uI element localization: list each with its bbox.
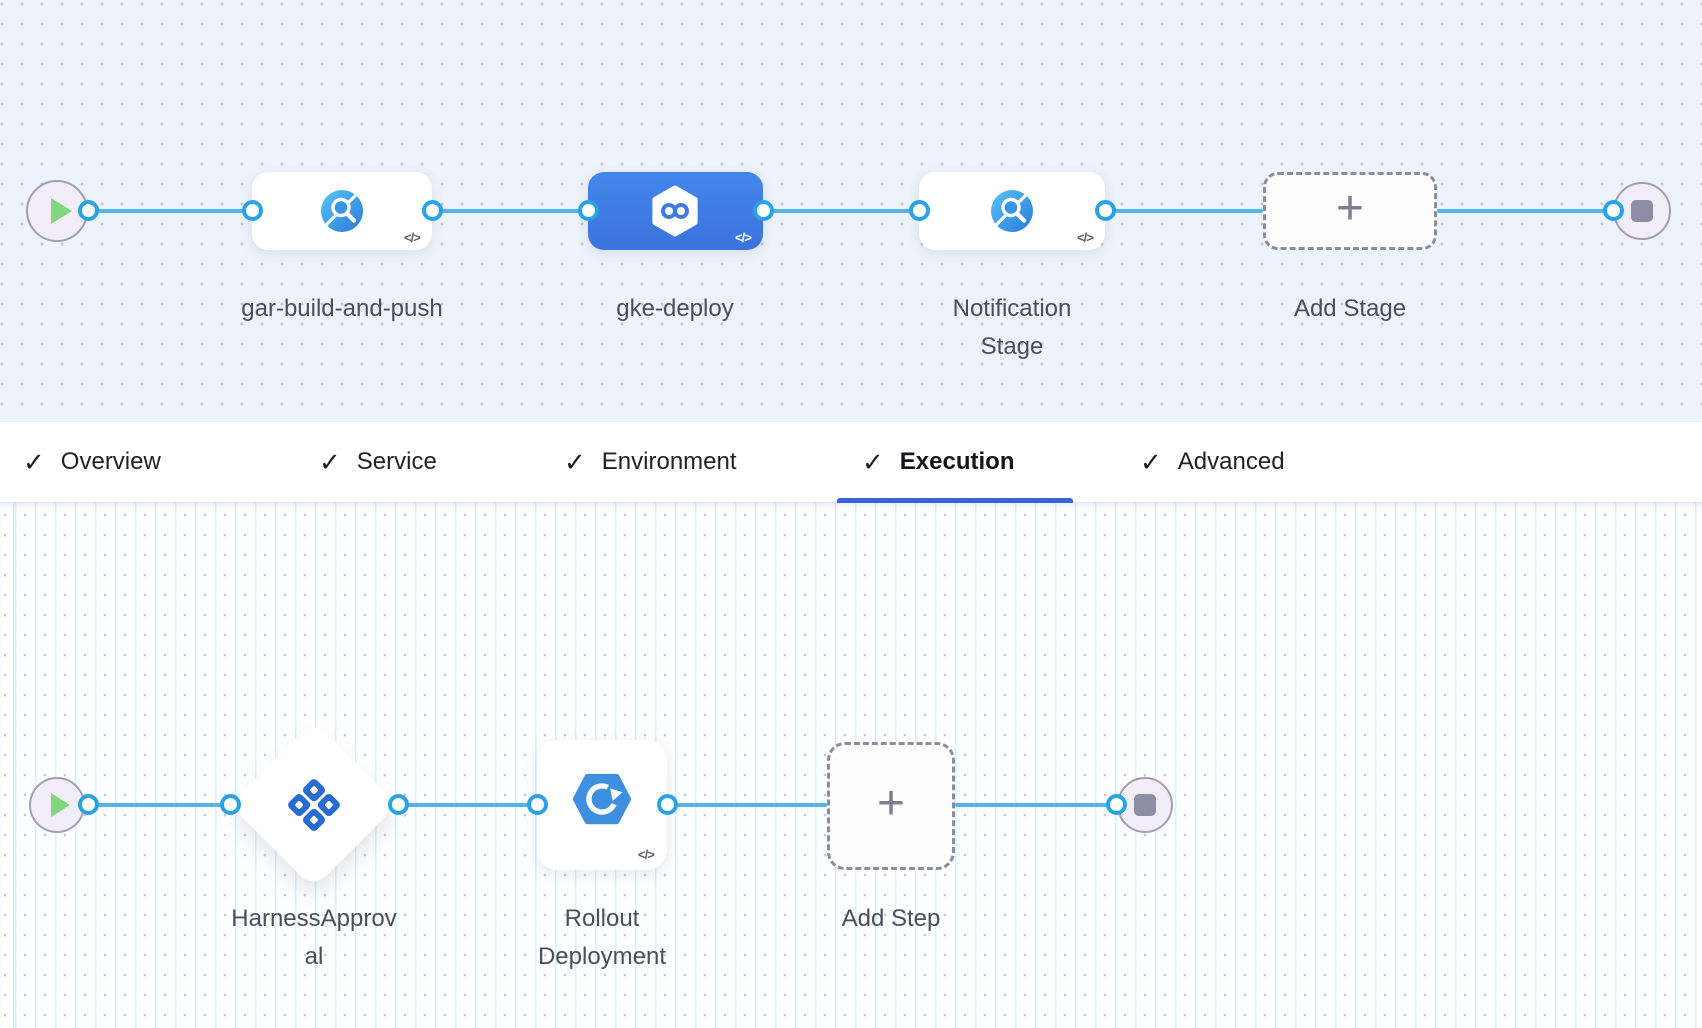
edge [667, 803, 827, 807]
check-icon: ✓ [1140, 447, 1162, 477]
stage-label: gke-deploy [616, 295, 734, 322]
add-stage-button[interactable]: + [1263, 172, 1437, 250]
port[interactable] [220, 794, 241, 815]
plus-icon: + [876, 777, 906, 830]
edge [88, 803, 230, 807]
port[interactable] [242, 200, 263, 221]
check-icon: ✓ [319, 447, 341, 477]
tab-label: Environment [601, 448, 737, 475]
port[interactable] [527, 794, 548, 815]
yaml-code-icon[interactable]: </> [735, 230, 752, 245]
tab-overview[interactable]: ✓ Overview [23, 422, 161, 502]
port[interactable] [657, 794, 678, 815]
tab-label: Overview [60, 448, 161, 475]
port[interactable] [1095, 200, 1116, 221]
stage-setup-tabbar: ✓ Overview ✓ Service ✓ Environment ✓ Exe… [0, 422, 1702, 503]
port[interactable] [578, 200, 599, 221]
execution-graph-canvas[interactable]: </> + HarnessApproval Rollout Deployment… [0, 503, 1702, 1028]
stage-label: Notification Stage [952, 295, 1072, 360]
plus-icon: + [1335, 182, 1365, 235]
tab-label: Service [356, 448, 437, 475]
execution-start-node[interactable] [29, 777, 85, 833]
stop-icon [1134, 794, 1156, 816]
edge [1437, 209, 1613, 213]
stop-icon [1631, 200, 1653, 222]
port[interactable] [1106, 794, 1127, 815]
edge [763, 209, 919, 213]
add-stage-label: Add Stage [1293, 295, 1407, 322]
k8s-rollout-icon [572, 773, 632, 825]
execution-end-node[interactable] [1117, 777, 1173, 833]
play-icon [50, 198, 72, 224]
edge [955, 803, 1116, 807]
check-icon: ✓ [23, 447, 45, 477]
add-step-button[interactable]: + [827, 742, 955, 870]
edge [88, 209, 252, 213]
stage-graph-canvas[interactable]: </> </> </> + gar-build [0, 0, 1702, 422]
edge [1105, 209, 1263, 213]
ci-build-icon [991, 190, 1033, 232]
ci-build-icon [321, 190, 363, 232]
port[interactable] [78, 794, 99, 815]
tab-execution[interactable]: ✓ Execution [862, 422, 1015, 502]
port[interactable] [388, 794, 409, 815]
port[interactable] [1603, 200, 1624, 221]
cd-hexagon-infinity-icon [652, 185, 698, 237]
play-icon [51, 793, 70, 817]
port[interactable] [753, 200, 774, 221]
stage-label: gar-build-and-push [241, 295, 443, 322]
active-tab-underline [837, 498, 1073, 503]
tab-advanced[interactable]: ✓ Advanced [1140, 422, 1285, 502]
yaml-code-icon[interactable]: </> [404, 230, 421, 245]
edge [432, 209, 588, 213]
tab-environment[interactable]: ✓ Environment [564, 422, 737, 502]
add-step-label: Add Step [841, 905, 941, 932]
step-label: Rollout Deployment [537, 905, 667, 970]
port[interactable] [422, 200, 443, 221]
tab-label: Advanced [1177, 448, 1285, 475]
port[interactable] [909, 200, 930, 221]
step-label: HarnessApproval [231, 905, 397, 970]
yaml-code-icon[interactable]: </> [1077, 230, 1094, 245]
edge [398, 803, 537, 807]
tab-label: Execution [899, 448, 1015, 475]
pipeline-start-node[interactable] [26, 180, 88, 242]
yaml-code-icon[interactable]: </> [638, 847, 655, 862]
port[interactable] [78, 200, 99, 221]
approval-diamond-icon [288, 779, 340, 831]
tab-service[interactable]: ✓ Service [319, 422, 437, 502]
check-icon: ✓ [862, 447, 884, 477]
check-icon: ✓ [564, 447, 586, 477]
